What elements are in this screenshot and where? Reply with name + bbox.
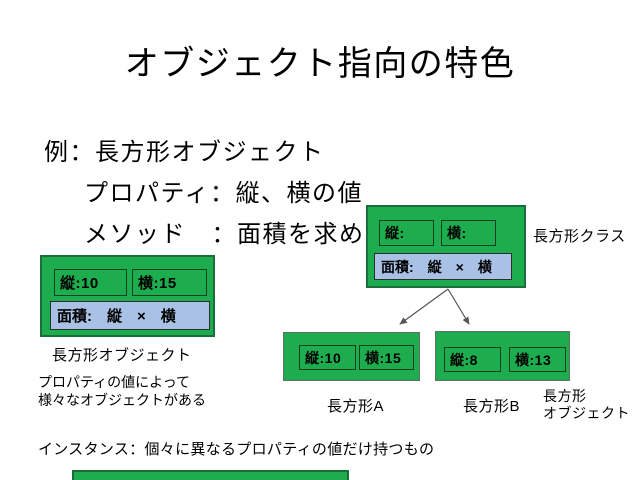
instance-definition: インスタンス：個々に異なるプロパティの値だけ持つもの	[38, 441, 435, 458]
rectangle-b-box: 縦:8 横:13	[435, 331, 570, 381]
rectangle-class-box: 縦: 横: 面積: 縦 × 横	[366, 205, 526, 288]
rectangle-a-box: 縦:10 横:15	[283, 332, 420, 381]
class-height-field: 縦:	[379, 220, 434, 246]
rect-a-label: 長方形A	[327, 398, 385, 415]
object-height-field: 縦:10	[54, 269, 127, 296]
rect-a-width-field: 横:15	[359, 345, 414, 370]
clipped-green-box	[72, 470, 349, 480]
rect-b-width-field: 横:13	[509, 347, 566, 372]
property-note: プロパティの値によって 様々なオブジェクトがある	[38, 374, 206, 408]
rectangle-object-box: 縦:10 横:15 面積: 縦 × 横	[40, 255, 215, 337]
object-box-label: 長方形オブジェクト	[52, 347, 192, 364]
rectangle-object-right-label: 長方形 オブジェクト	[543, 388, 630, 421]
object-area-method: 面積: 縦 × 横	[50, 301, 210, 330]
slide-title: オブジェクト指向の特色	[124, 45, 516, 83]
class-width-field: 横:	[441, 220, 496, 246]
example-text-block: 例：長方形オブジェクト プロパティ：縦、横の値 メソッド ：面積を求める	[44, 132, 390, 255]
rect-b-label: 長方形B	[463, 398, 521, 415]
object-width-field: 横:15	[132, 269, 207, 296]
rect-b-height-field: 縦:8	[444, 347, 501, 372]
example-line: 例：長方形オブジェクト	[44, 139, 325, 166]
class-area-method: 面積: 縦 × 横	[374, 253, 512, 280]
class-box-label: 長方形クラス	[533, 228, 626, 245]
rect-a-height-field: 縦:10	[299, 345, 356, 370]
property-line: プロパティ：縦、横の値	[84, 180, 364, 207]
method-line: メソッド ：面積を求める	[84, 221, 390, 248]
